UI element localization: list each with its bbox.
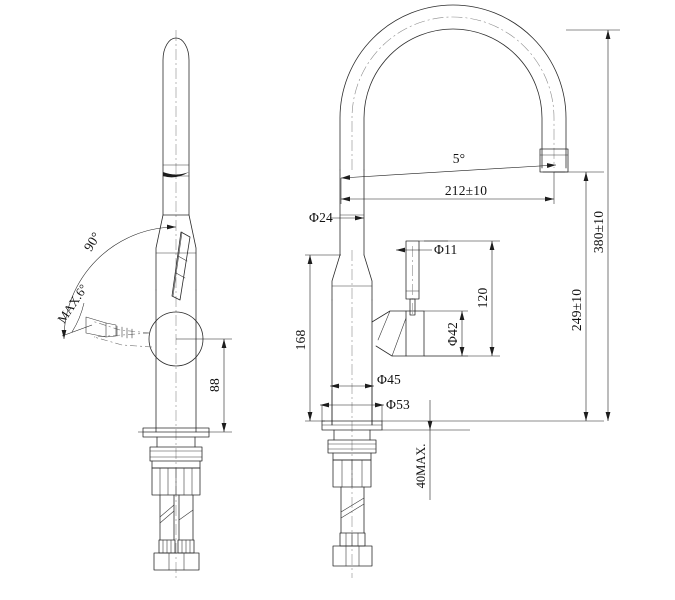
side-handle-housing xyxy=(371,310,425,357)
label-angle-5: 5° xyxy=(453,151,466,166)
front-pullout-spray-phantom xyxy=(85,316,153,348)
swivel-arc-90 xyxy=(61,224,177,340)
side-column xyxy=(339,169,365,256)
dimension-network xyxy=(305,29,620,500)
label-dim-120: 120 xyxy=(475,288,490,309)
front-mounting-assembly xyxy=(142,427,210,571)
dimension-labels: 90° MAX.6° 88 5° 212±10 Φ24 168 Φ11 120 … xyxy=(55,151,606,488)
label-dim-d45: Φ45 xyxy=(377,372,401,387)
label-dim-212: 212±10 xyxy=(445,183,487,198)
label-dim-168: 168 xyxy=(293,330,308,351)
dim-line-5deg xyxy=(340,163,557,180)
front-lever-handle xyxy=(171,231,191,301)
tilt-arc-max6 xyxy=(61,302,93,337)
label-dim-d24: Φ24 xyxy=(309,210,333,225)
front-spout-column xyxy=(162,37,190,216)
label-dim-d42: Φ42 xyxy=(445,322,460,346)
label-dim-88: 88 xyxy=(207,378,222,392)
label-dim-40max: 40MAX. xyxy=(414,444,428,489)
label-dim-249: 249±10 xyxy=(569,289,584,331)
front-view xyxy=(61,30,232,578)
side-neck xyxy=(331,254,373,301)
label-dim-380: 380±10 xyxy=(591,211,606,253)
label-dim-d11: Φ11 xyxy=(434,242,457,257)
gooseneck-arc xyxy=(339,4,567,171)
label-dim-d53: Φ53 xyxy=(386,397,410,412)
label-angle-max6: MAX.6° xyxy=(55,282,91,326)
side-lever-stem xyxy=(405,240,420,316)
label-angle-90: 90° xyxy=(81,229,104,253)
side-view xyxy=(321,4,569,578)
